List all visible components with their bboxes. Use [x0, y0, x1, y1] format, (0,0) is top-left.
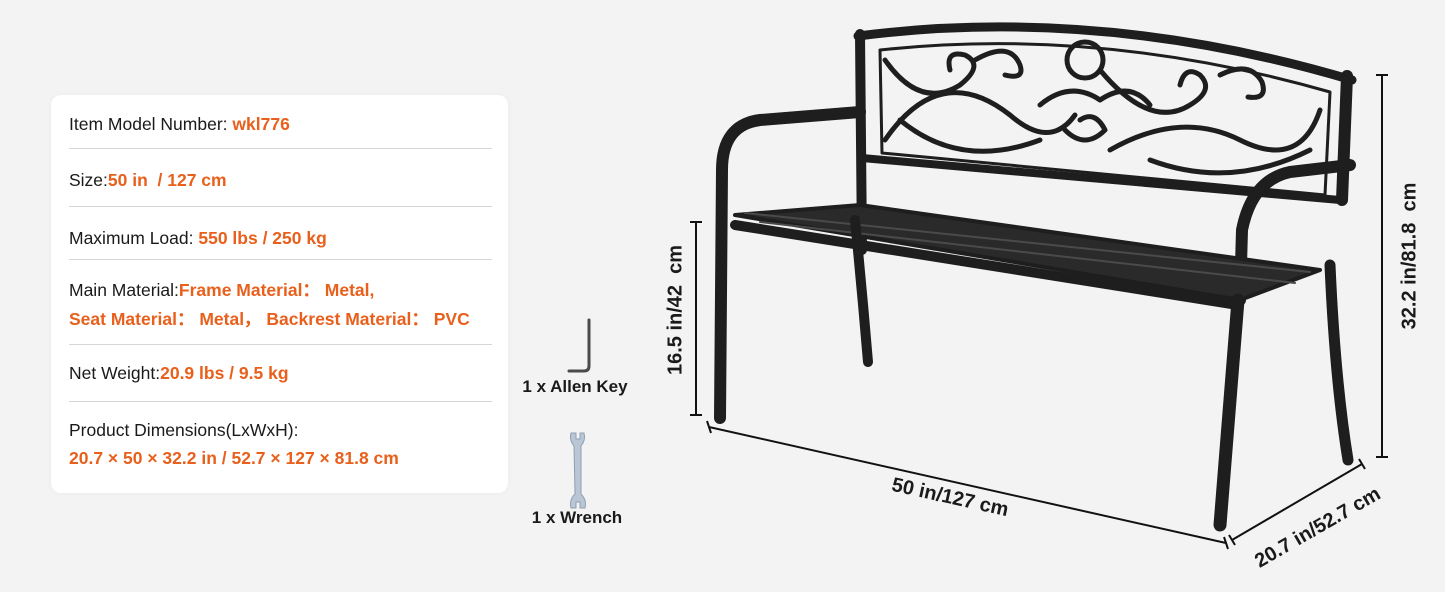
- divider: [69, 401, 492, 402]
- spec-value: wkl776: [232, 114, 290, 134]
- spec-label: Size:: [69, 170, 108, 190]
- accessory-allen-key-label: 1 x Allen Key: [522, 377, 628, 396]
- divider: [69, 344, 492, 345]
- spec-product-dimensions-value: 20.7 × 50 × 32.2 in / 52.7 × 127 × 81.8 …: [69, 444, 492, 472]
- spec-value: 20.7 × 50 × 32.2 in / 52.7 × 127 × 81.8 …: [69, 448, 399, 468]
- dimension-seat-height: 16.5 in/42 cm: [664, 244, 687, 376]
- spec-value: 50 in / 127 cm: [107, 170, 227, 190]
- spec-label: Net Weight:: [69, 363, 161, 383]
- spec-value: 550 lbs / 250 kg: [198, 228, 327, 248]
- spec-label: Maximum Load:: [69, 228, 194, 248]
- spec-main-material: Main Material:Frame Material： Metal,: [69, 276, 492, 304]
- accessory-wrench-label: 1 x Wrench: [531, 508, 623, 527]
- spec-product-dimensions: Product Dimensions(LxWxH):: [69, 416, 492, 444]
- divider: [69, 206, 492, 207]
- spec-value: 20.9 lbs / 9.5 kg: [160, 363, 289, 383]
- spec-model-number: Item Model Number: wkl776: [69, 110, 492, 138]
- spec-label: Item Model Number:: [69, 114, 228, 134]
- spec-label: Main Material:: [69, 280, 179, 300]
- dimension-total-height: 32.2 in/81.8 cm: [1398, 182, 1421, 330]
- dimension-length: 50 in/127 cm: [889, 473, 1011, 522]
- allen-key-icon: [566, 318, 596, 374]
- spec-label: Product Dimensions(LxWxH):: [69, 420, 299, 440]
- wrench-icon: [566, 430, 590, 512]
- spec-main-material-line2: Seat Material： Metal， Backrest Material：…: [69, 305, 492, 333]
- spec-size: Size:50 in / 127 cm: [69, 166, 492, 194]
- dimension-depth: 20.7 in/52.7 cm: [1251, 482, 1385, 573]
- spec-value: Frame Material： Metal,: [178, 280, 375, 300]
- spec-maximum-load: Maximum Load: 550 lbs / 250 kg: [69, 224, 492, 252]
- divider: [69, 148, 492, 149]
- specification-card: Item Model Number: wkl776 Size:50 in / 1…: [51, 95, 508, 493]
- spec-net-weight: Net Weight:20.9 lbs / 9.5 kg: [69, 359, 492, 387]
- divider: [69, 259, 492, 260]
- spec-value: Seat Material： Metal， Backrest Material：…: [69, 309, 470, 329]
